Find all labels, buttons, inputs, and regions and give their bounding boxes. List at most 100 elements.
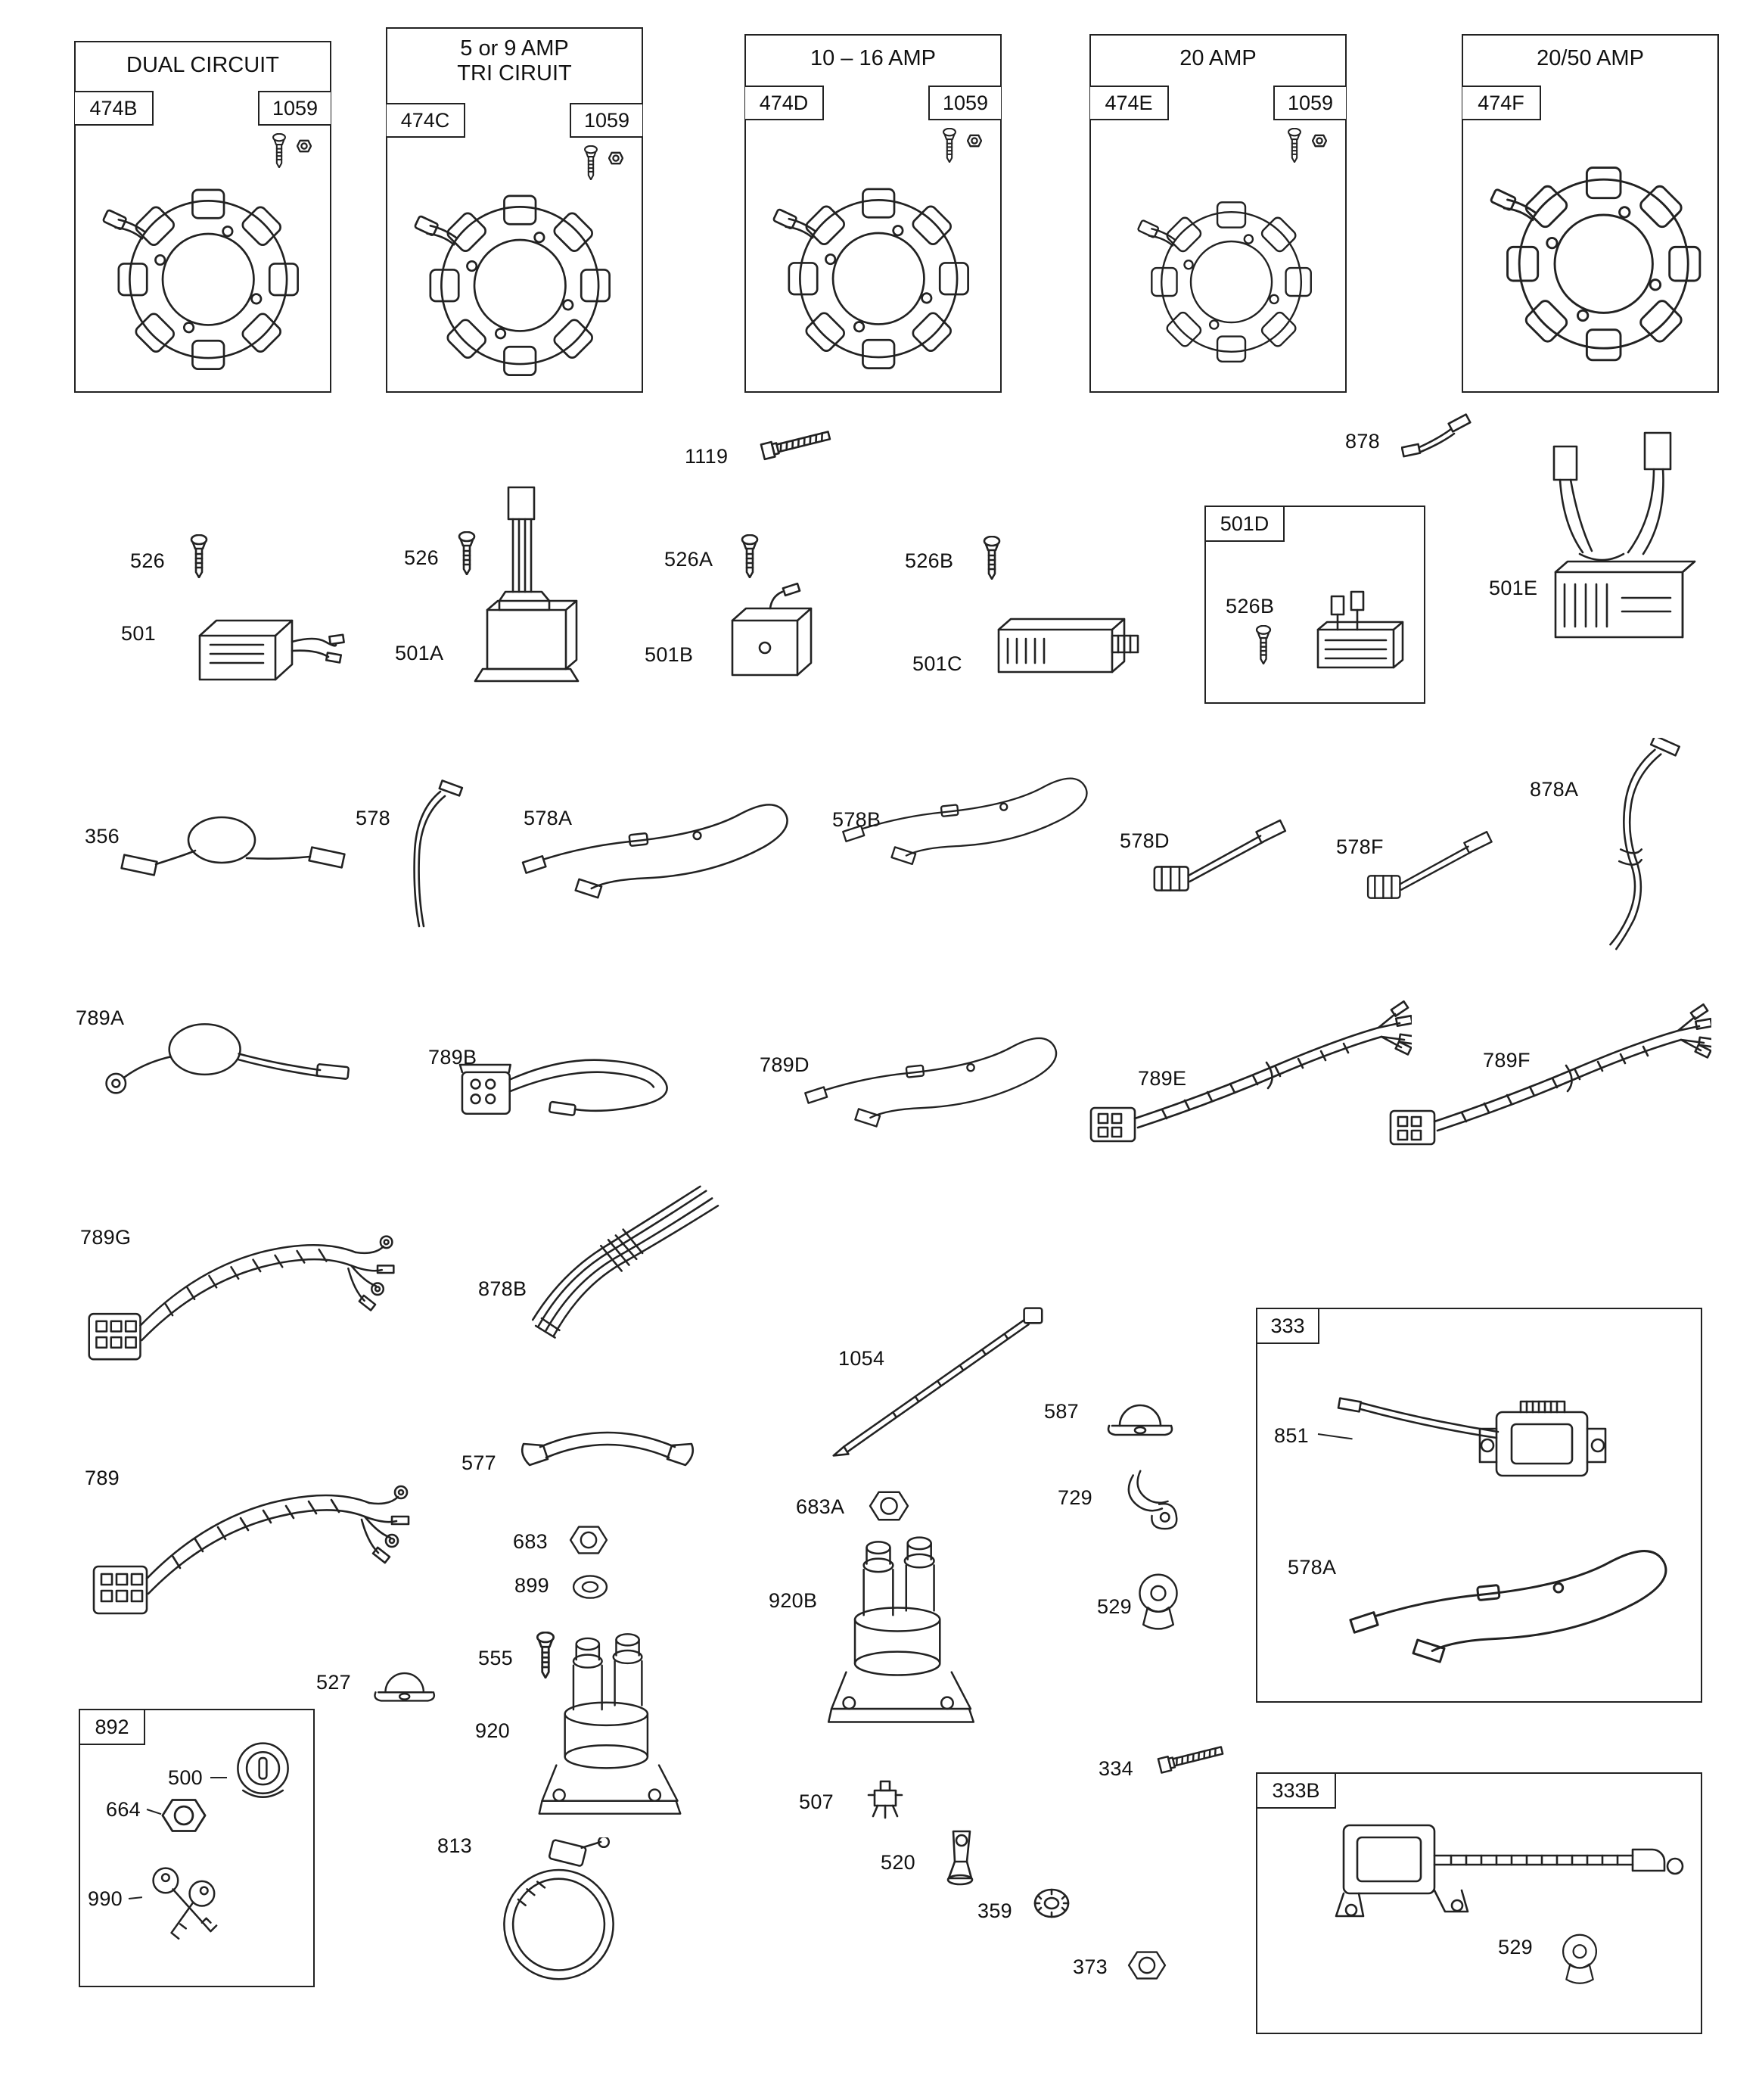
panel-title: 5 or 9 AMP TRI CIRUIT [387, 36, 642, 86]
panel-title: 20/50 AMP [1463, 46, 1717, 71]
hardware-tag: 1059 [570, 103, 642, 138]
group-box-tag: 501D [1206, 507, 1285, 542]
part-label-501: 501 [121, 622, 156, 645]
part-label-878a: 878A [1530, 778, 1579, 801]
part-label-899: 899 [514, 1574, 549, 1597]
panel-title: 20 AMP [1091, 46, 1345, 71]
wire-harness-icon [841, 757, 1099, 885]
wire-lead-icon [1362, 817, 1498, 904]
hardware-tag: 1059 [1273, 86, 1346, 120]
part-label-501c: 501C [912, 652, 962, 675]
part-label-526b-2: 526B [1226, 595, 1275, 618]
part-label-587: 587 [1044, 1400, 1079, 1423]
toggle-switch-icon [858, 1774, 912, 1824]
part-label-1054: 1054 [838, 1347, 885, 1370]
part-label-501b: 501B [645, 643, 694, 666]
screw-icon [271, 133, 287, 168]
hardware-tag: 1059 [258, 91, 331, 126]
part-label-529-1: 529 [1097, 1595, 1132, 1618]
part-label-507: 507 [799, 1790, 834, 1813]
group-box-333b: 333B 529 [1256, 1772, 1702, 2034]
group-box-tag: 892 [80, 1710, 145, 1745]
part-label-683a: 683A [796, 1495, 845, 1518]
part-label-813: 813 [437, 1834, 472, 1857]
part-label-526-1: 526 [130, 549, 165, 572]
part-label-501e: 501E [1489, 577, 1538, 599]
regulator-icon [188, 589, 347, 702]
part-tag: 474B [75, 91, 154, 126]
wire-lead-icon [1565, 738, 1693, 954]
screw-icon [740, 534, 760, 578]
terminal-icon [938, 1827, 985, 1886]
part-label-664: 664 [106, 1798, 141, 1821]
nut-icon [1312, 134, 1327, 148]
grommet-icon [1133, 1568, 1183, 1638]
key-switch-icon [221, 1731, 306, 1816]
boot-wire-icon [521, 1431, 695, 1467]
part-label-789: 789 [85, 1467, 120, 1489]
clamp-icon [372, 1653, 440, 1706]
nut-icon [1127, 1948, 1167, 1983]
regulator-icon [462, 484, 590, 704]
wire-harness-icon [1386, 984, 1711, 1173]
screw-icon [583, 145, 599, 180]
wire-harness-icon [521, 789, 800, 913]
regulator-icon [1295, 580, 1416, 686]
part-label-920: 920 [475, 1719, 510, 1742]
part-label-683: 683 [513, 1530, 548, 1553]
solenoid-icon [822, 1529, 981, 1756]
clamp-icon [1106, 1383, 1178, 1440]
part-label-334: 334 [1099, 1757, 1133, 1780]
wire-harness-icon [1086, 981, 1412, 1170]
washer-icon [1030, 1884, 1073, 1922]
part-label-526b-1: 526B [905, 549, 954, 572]
part-label-359: 359 [977, 1899, 1012, 1922]
part-label-789a: 789A [76, 1006, 125, 1029]
panel-title-line: 20/50 AMP [1537, 46, 1644, 70]
part-label-729: 729 [1058, 1486, 1092, 1509]
group-box-501d: 501D 526B [1204, 506, 1425, 704]
regulator-harness-icon [1533, 424, 1707, 674]
wire-harness-icon [83, 1182, 401, 1409]
part-label-789g: 789G [80, 1226, 132, 1249]
nut-icon [608, 151, 623, 165]
part-label-789d: 789D [760, 1053, 810, 1076]
part-label-878b: 878B [478, 1277, 527, 1300]
panel-title: 10 – 16 AMP [746, 46, 1000, 71]
part-label-526a: 526A [664, 548, 713, 571]
group-box-tag: 333B [1257, 1774, 1336, 1809]
part-label-990: 990 [88, 1887, 123, 1910]
part-label-356: 356 [85, 825, 120, 848]
part-label-1119: 1119 [685, 445, 729, 468]
part-label-578a-1: 578A [524, 807, 573, 829]
part-label-789f: 789F [1483, 1049, 1531, 1072]
screw-icon [1286, 128, 1303, 163]
alternator-panel-10-16-amp: 10 – 16 AMP 474D 1059 [744, 34, 1002, 393]
part-label-578a-2: 578A [1288, 1556, 1337, 1579]
solenoid-icon [534, 1626, 685, 1846]
wire-loop-icon [120, 804, 347, 894]
panel-title-line: 10 – 16 AMP [810, 46, 937, 70]
panel-title-line: 5 or 9 AMP [460, 36, 569, 61]
wire-harness-icon [803, 1014, 1068, 1150]
screw-icon [1254, 625, 1273, 664]
panel-title-line: DUAL CIRCUIT [126, 53, 279, 77]
part-label-527: 527 [316, 1671, 351, 1694]
stator-icon [101, 173, 306, 377]
part-label-789e: 789E [1138, 1067, 1187, 1090]
bolt-icon [758, 422, 835, 465]
part-label-529-2: 529 [1498, 1936, 1533, 1958]
part-label-500: 500 [168, 1766, 203, 1789]
part-label-578: 578 [356, 807, 390, 829]
part-label-878: 878 [1345, 430, 1380, 453]
hose-clamp-icon [487, 1837, 631, 1989]
part-tag: 474E [1090, 86, 1169, 120]
nut-icon [869, 1488, 909, 1524]
grommet-icon [1557, 1930, 1602, 1990]
regulator-icon [717, 583, 823, 685]
lead-wire-icon [1401, 412, 1477, 465]
group-box-tag: 333 [1257, 1309, 1319, 1344]
part-label-578d: 578D [1120, 829, 1170, 852]
wire-harness-icon [1348, 1529, 1681, 1684]
